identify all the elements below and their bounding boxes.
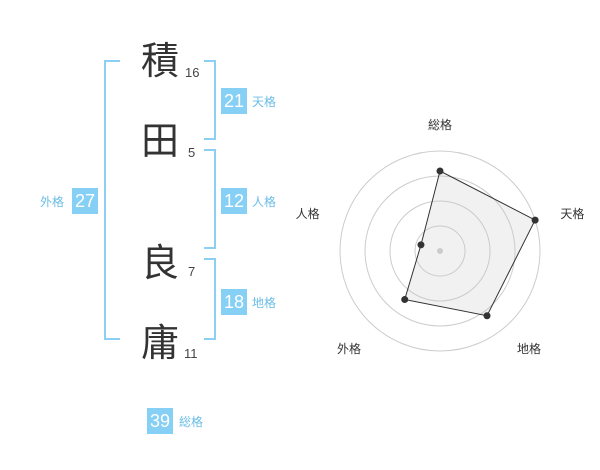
soukaku-label: 総格 <box>179 415 204 429</box>
radar-ring <box>339 150 541 352</box>
tenkaku-value: 21 <box>221 88 247 114</box>
radar-axis-label-4: 外格 <box>337 341 361 356</box>
stroke-count-2: 5 <box>188 145 196 160</box>
radar-ring <box>364 175 516 327</box>
radar-point-1 <box>436 167 444 175</box>
radar-point-4 <box>401 296 409 304</box>
tenkaku-bracket <box>204 60 216 140</box>
jinkaku-bracket <box>204 149 216 249</box>
name-char-1: 積 <box>140 39 179 83</box>
name-char-2: 田 <box>140 119 179 163</box>
chikaku-bracket <box>204 258 216 340</box>
tenkaku-label: 天格 <box>252 95 277 109</box>
stroke-count-1: 16 <box>185 65 200 80</box>
name-char-4: 庸 <box>140 321 179 365</box>
gaikaku-value: 27 <box>72 188 98 214</box>
radar-series-polygon <box>404 170 536 317</box>
radar-ring <box>389 200 491 302</box>
radar-axis-label-5: 人格 <box>296 206 320 221</box>
chikaku-label: 地格 <box>252 296 277 310</box>
jinkaku-value: 12 <box>221 188 247 214</box>
chikaku-value: 18 <box>221 289 247 315</box>
radar-axis-label-2: 天格 <box>560 206 584 221</box>
radar-point-2 <box>531 216 539 224</box>
radar-point-3 <box>483 312 491 320</box>
radar-axis-label-1: 総格 <box>428 117 452 132</box>
radar-ring <box>414 225 466 277</box>
gaikaku-bracket <box>104 60 120 340</box>
soukaku-value: 39 <box>147 408 173 434</box>
radar-axis-label-3: 地格 <box>517 341 541 356</box>
stroke-count-4: 11 <box>184 346 198 361</box>
radar-point-5 <box>417 241 425 249</box>
stroke-count-3: 7 <box>188 264 196 279</box>
name-char-3: 良 <box>140 241 179 285</box>
jinkaku-label: 人格 <box>252 195 277 209</box>
radar-center-dot <box>437 248 443 254</box>
gaikaku-label: 外格 <box>40 195 65 209</box>
